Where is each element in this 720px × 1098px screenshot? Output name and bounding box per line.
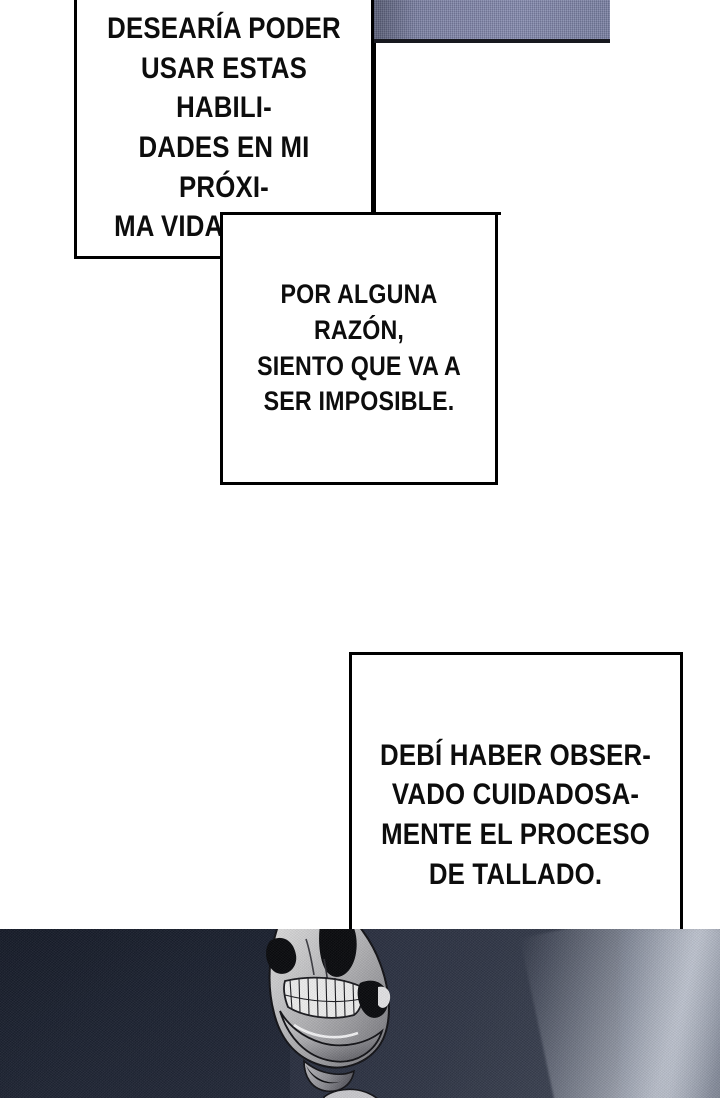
- skull-cheek-highlight: [378, 986, 391, 1008]
- skull-character-panel: [0, 929, 720, 1098]
- skull-eye-socket-left: [266, 937, 297, 974]
- skull-jaw-highlight: [293, 1023, 359, 1039]
- skull-mandible: [279, 1010, 384, 1063]
- skull-teeth-block: [283, 976, 364, 1019]
- speech-balloon-por-alguna-razon: POR ALGUNA RAZÓN, SIENTO QUE VA A SER IM…: [220, 212, 498, 485]
- skull-nasal-crease: [305, 938, 315, 976]
- speech-balloon-debi-haber-text: DEBÍ HABER OBSER- VADO CUIDADOSA- MENTE …: [380, 738, 652, 891]
- skull-eye-socket-right: [319, 929, 357, 977]
- speech-balloon-por-alguna-razon-text: POR ALGUNA RAZÓN, SIENTO QUE VA A SER IM…: [257, 279, 461, 417]
- sky-panel-fragment: [373, 0, 610, 43]
- skull-clavicle: [323, 1088, 378, 1098]
- speech-balloon-debi-haber: DEBÍ HABER OBSER- VADO CUIDADOSA- MENTE …: [349, 652, 683, 978]
- panel-edge-vertical-right: [373, 43, 376, 215]
- skull-vertebra: [303, 1059, 356, 1093]
- panel-background-left: [0, 929, 300, 1098]
- skull-teeth-lines: [284, 976, 362, 1018]
- skull-figure: [228, 929, 428, 1098]
- panel-light-streak-edge: [620, 929, 720, 1098]
- skull-icon: [266, 929, 391, 1098]
